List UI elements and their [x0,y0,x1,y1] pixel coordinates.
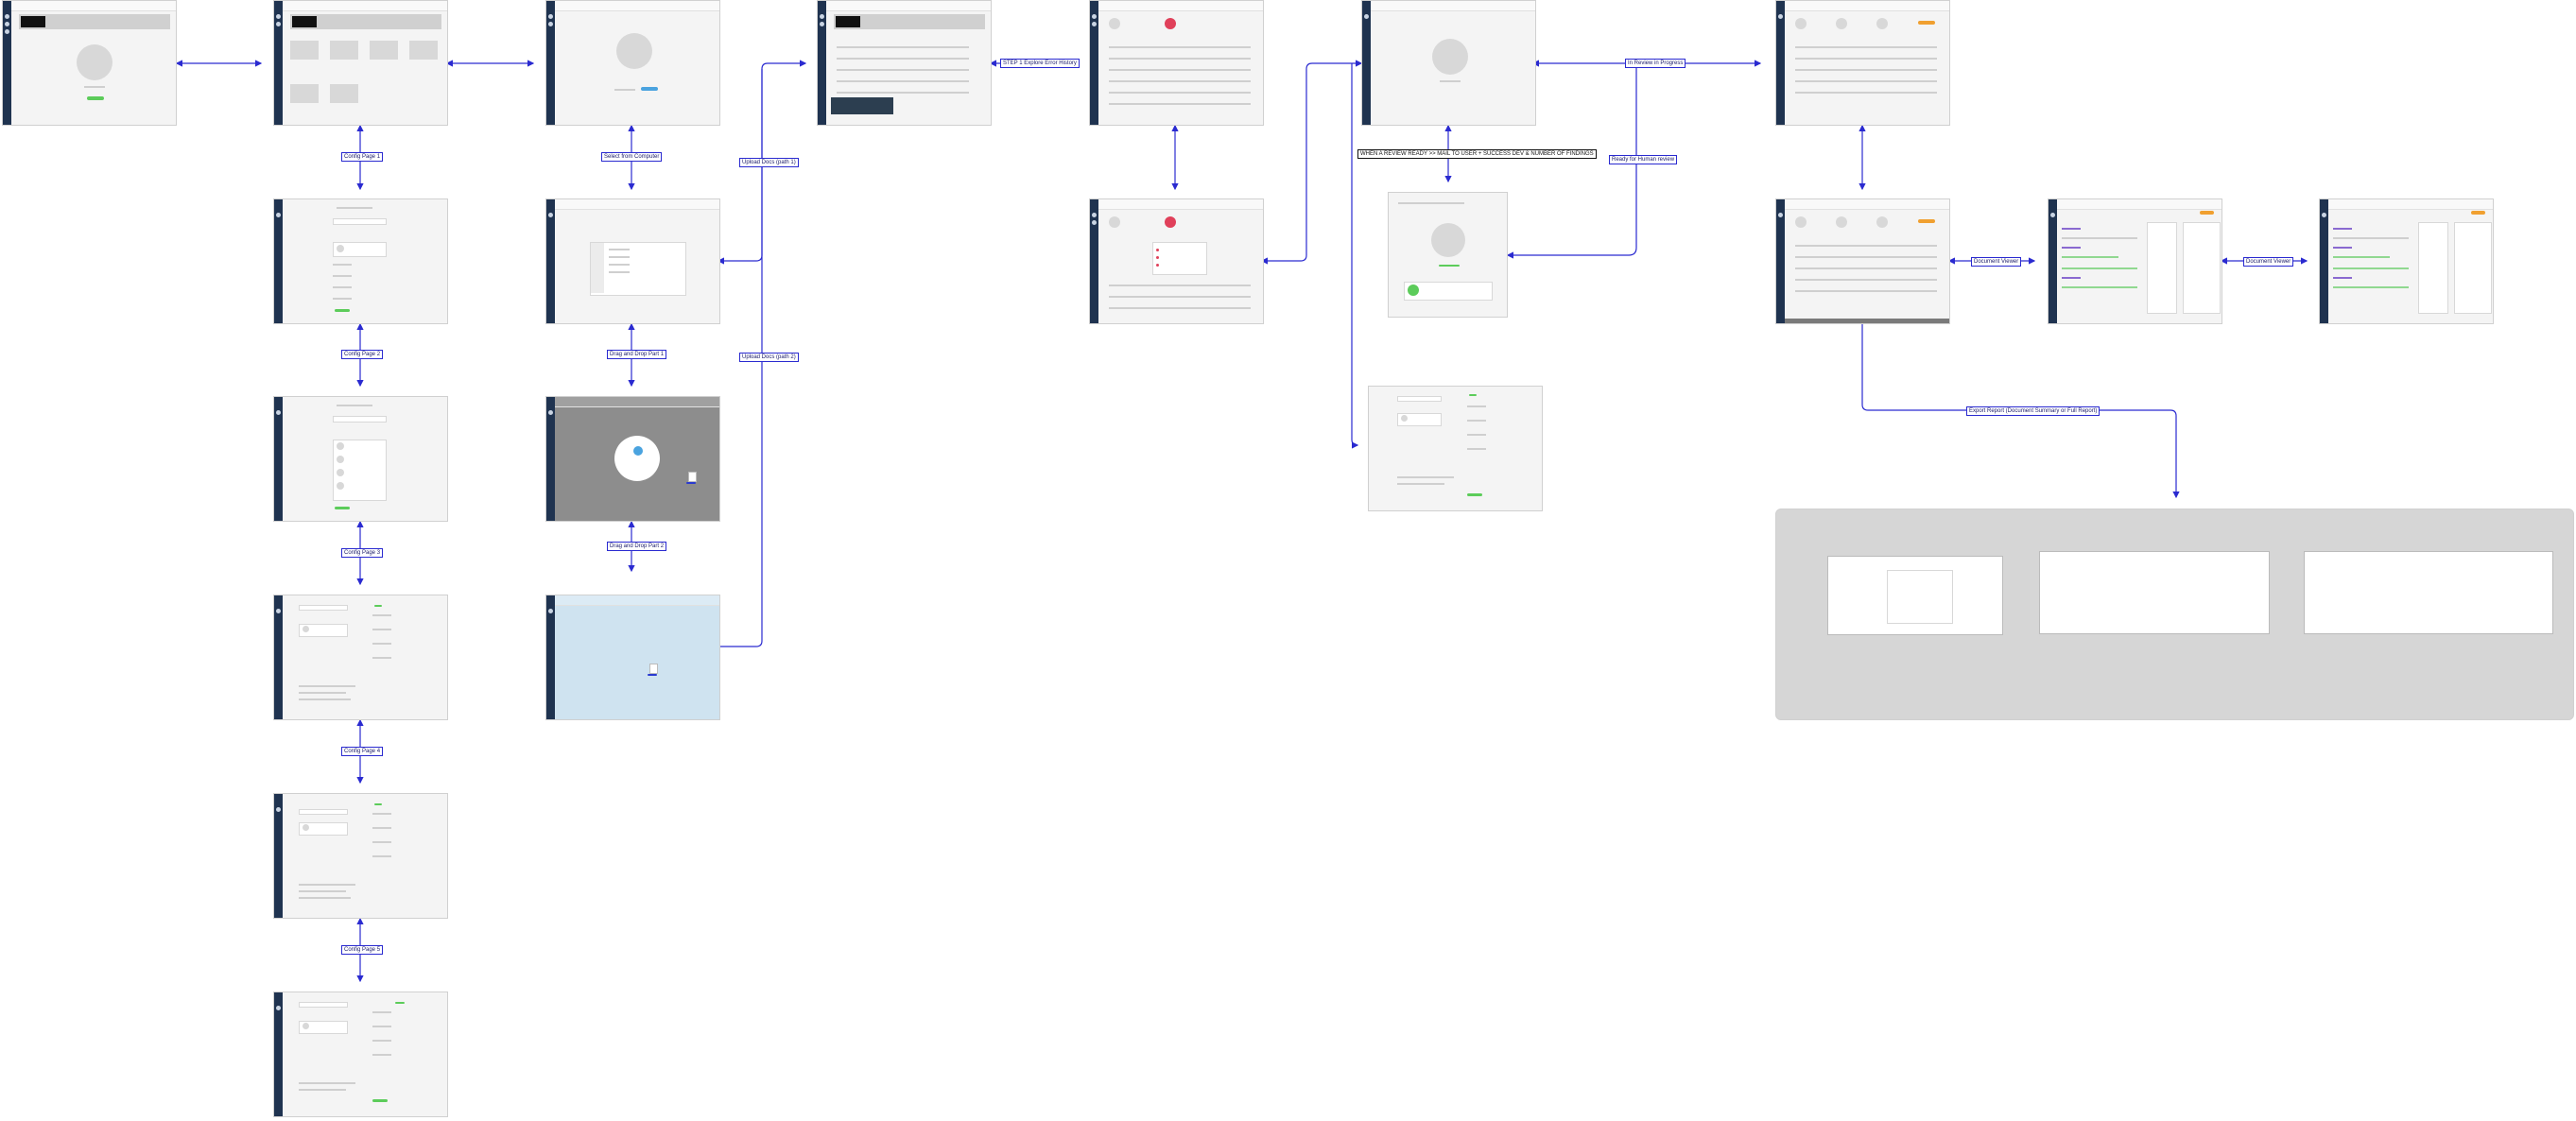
label-document-viewer-2: Document Viewer [2243,257,2294,267]
screen-review-dashboard-2 [1775,198,1950,324]
screen-review-dashboard [1775,0,1950,126]
screen-file-picker [545,198,720,324]
group-export-report [1775,509,2574,720]
screen-review-findings [1089,198,1264,324]
label-drag-drop-2: Drag and Drop Part 2 [607,542,667,551]
screen-document-library [273,0,448,126]
screen-document-viewer-1 [2048,198,2222,324]
screen-document-viewer-2 [2319,198,2494,324]
screen-document-list [817,0,992,126]
label-upload-path-1: Upload Docs (path 1) [739,158,799,167]
screen-review-pending [1361,0,1536,126]
label-config-page-5: Config Page 5 [341,945,384,955]
screen-upload [545,0,720,126]
export-spreadsheet-full [2304,551,2553,634]
label-config-page-3: Config Page 3 [341,548,384,558]
label-select-from-computer: Select from Computer [601,152,663,162]
label-step1-explore: STEP 1 Explore Error History [1000,59,1080,68]
screen-config-3 [273,595,448,720]
pdf-page [1887,570,1953,624]
label-config-page-1: Config Page 1 [341,152,384,162]
screen-config-4 [273,793,448,919]
screen-drag-drop-1 [545,396,720,522]
label-when-review-ready: WHEN A REVIEW READY >> MAIL TO USER + SU… [1357,149,1597,159]
label-drag-drop-1: Drag and Drop Part 1 [607,350,667,359]
export-spreadsheet-summary [2039,551,2270,634]
screen-review-config [1368,386,1543,511]
label-export-report: Export Report (Document Summary or Full … [1966,406,2101,416]
screen-welcome [2,0,177,126]
screen-config-5 [273,992,448,1117]
label-document-viewer-1: Document Viewer [1971,257,2022,267]
label-ready-human-review: Ready for Human review [1609,155,1678,164]
screen-config-2 [273,396,448,522]
label-upload-path-2: Upload Docs (path 2) [739,353,799,362]
screen-config-1 [273,198,448,324]
label-config-page-4: Config Page 4 [341,747,384,756]
label-config-page-2: Config Page 2 [341,350,384,359]
screen-review-list [1089,0,1264,126]
screen-email-notification [1388,192,1508,318]
label-in-review: In Review in Progress [1625,59,1686,68]
screen-drag-drop-2 [545,595,720,720]
